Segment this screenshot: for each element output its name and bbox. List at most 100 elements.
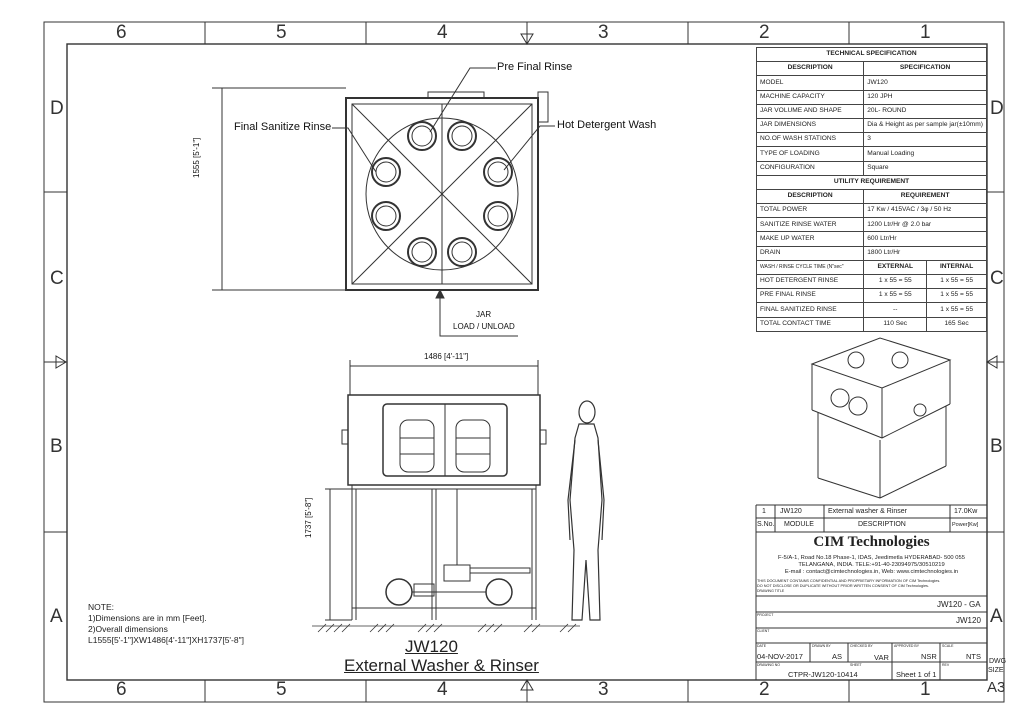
note-line-2: 2)Overall dimensions [88, 624, 168, 634]
date-label: DATE [757, 644, 767, 648]
zone-top-3: 3 [598, 22, 609, 43]
spec-desc: JAR DIMENSIONS [755, 117, 865, 134]
cycle-internal: 1 x 55 = 55 [926, 302, 987, 318]
zone-bottom-3: 3 [598, 679, 609, 700]
confidential-line-1: THIS DOCUMENT CONTAINS CONFIDENTIAL AND … [757, 579, 941, 583]
callout-final-sanitize-rinse: Final Sanitize Rinse [234, 121, 332, 133]
zone-right-a: A [990, 606, 1003, 627]
bom-description: External washer & Rinser [828, 508, 907, 515]
date-value: 04-NOV-2017 [757, 652, 803, 661]
tech-spec-col-spec: SPECIFICATION [863, 61, 987, 77]
human-scale-figure [567, 400, 605, 621]
note-line-1: 1)Dimensions are in mm [Feet]. [88, 613, 207, 623]
zone-top-5: 5 [276, 22, 287, 43]
center-mark-right [986, 355, 998, 369]
dim-width: 1486 [4'-11"] [424, 352, 469, 361]
callout-hot-detergent-wash: Hot Detergent Wash [557, 119, 657, 131]
zone-left-c: C [50, 268, 64, 289]
drawing-title-label: DRAWING TITLE [757, 589, 785, 593]
cycle-col-external: EXTERNAL [863, 259, 928, 276]
spec-desc: MACHINE CAPACITY [755, 89, 865, 105]
spec-value: Dia & Height as per sample jar(±10mm) [863, 117, 987, 134]
spec-value: 20L- ROUND [863, 103, 987, 119]
dim-height: 1737 [5'-8"] [304, 497, 313, 538]
utility-value: 1800 Ltr/Hr [863, 245, 987, 261]
cycle-external: 110 Sec [863, 316, 928, 332]
callout-pre-final-rinse: Pre Final Rinse [497, 61, 573, 73]
center-mark-bottom [520, 679, 534, 691]
dim-plan-depth: 1555 [5'-1"] [192, 137, 201, 178]
approved-by-value: NSR [921, 652, 937, 661]
cycle-desc: PRE FINAL RINSE [755, 288, 865, 304]
zone-right-d: D [990, 98, 1004, 119]
utility-title: UTILITY REQUIREMENT [756, 174, 987, 190]
scale-value: NTS [966, 652, 981, 661]
callout-jar: JAR [476, 310, 492, 319]
company-address-1: F-5/A-1, Road No.18 Phase-1, IDAS, Jeedi… [778, 555, 965, 561]
spec-desc: CONFIGURATION [755, 160, 865, 176]
zone-left-b: B [50, 436, 63, 457]
zone-top-4: 4 [437, 22, 448, 43]
bom-header-description: DESCRIPTION [858, 521, 906, 528]
sheet-size-label: A3 [987, 679, 1006, 696]
cycle-external: 1 x 55 = 55 [863, 273, 928, 290]
company-logo: CIM Technologies [813, 534, 930, 550]
front-view [312, 360, 580, 633]
spec-value: 120 JPH [863, 89, 987, 105]
zone-right-c: C [990, 268, 1004, 289]
company-contact: E-mail : contact@cimtechnologies.in, Web… [784, 569, 959, 575]
note-line-3: L1555[5'-1"]XW1486[4'-11"]XH1737[5'-8"] [88, 635, 244, 645]
callout-load-unload: LOAD / UNLOAD [453, 322, 515, 331]
zone-bottom-1: 1 [920, 679, 931, 700]
bom-header-power: Power[Kw] [952, 522, 979, 528]
cycle-external: 1 x 55 = 55 [863, 288, 928, 304]
spec-desc: TYPE OF LOADING [755, 146, 865, 162]
drawing-model: JW120 [405, 637, 458, 656]
spec-desc: MODEL [755, 75, 865, 91]
utility-desc: MAKE UP WATER [755, 231, 865, 247]
sheet-value: Sheet 1 of 1 [896, 670, 937, 679]
spec-value: JW120 [863, 75, 987, 91]
zone-left-a: A [50, 606, 63, 627]
cycle-internal: 1 x 55 = 55 [926, 273, 987, 290]
zone-bottom-4: 4 [437, 679, 448, 700]
approved-by-label: APPROVED BY [894, 644, 920, 648]
checked-by-label: CHECKED BY [850, 644, 873, 648]
confidential-line-2: DO NOT DISCLOSE OR DUPLICATE WITHOUT PRI… [757, 584, 930, 588]
spec-value: 3 [863, 132, 987, 148]
drawn-by-label: DRAWN BY [812, 644, 831, 648]
zone-bottom-2: 2 [759, 679, 770, 700]
bom-header-module: MODULE [784, 521, 814, 528]
sheet-label: SHEET [850, 663, 862, 667]
drawn-by-value: AS [832, 652, 843, 661]
cycle-internal: 165 Sec [926, 316, 987, 332]
zone-right-b: B [990, 436, 1003, 457]
zone-left-d: D [50, 98, 64, 119]
cycle-desc: FINAL SANITIZED RINSE [755, 302, 865, 318]
table-row: FINAL SANITIZED RINSE--1 x 55 = 55 [755, 302, 987, 318]
tech-spec-col-desc: DESCRIPTION [755, 61, 865, 77]
utility-col-desc: DESCRIPTION [755, 188, 865, 205]
plan-view [212, 67, 555, 337]
bom-header-sno: S.No. [757, 521, 775, 528]
zone-top-1: 1 [920, 22, 931, 43]
checked-by-value: VAR [874, 653, 889, 662]
dwg-size-label-1: DWG [989, 658, 1007, 665]
zone-top-2: 2 [759, 22, 770, 43]
title-block-frame [755, 504, 987, 680]
utility-desc: TOTAL POWER [755, 203, 865, 219]
bom-module: JW120 [780, 508, 802, 515]
cycle-header: WASH / RINSE CYCLE TIME (N"sec" [755, 259, 865, 276]
zone-bottom-6: 6 [116, 679, 127, 700]
